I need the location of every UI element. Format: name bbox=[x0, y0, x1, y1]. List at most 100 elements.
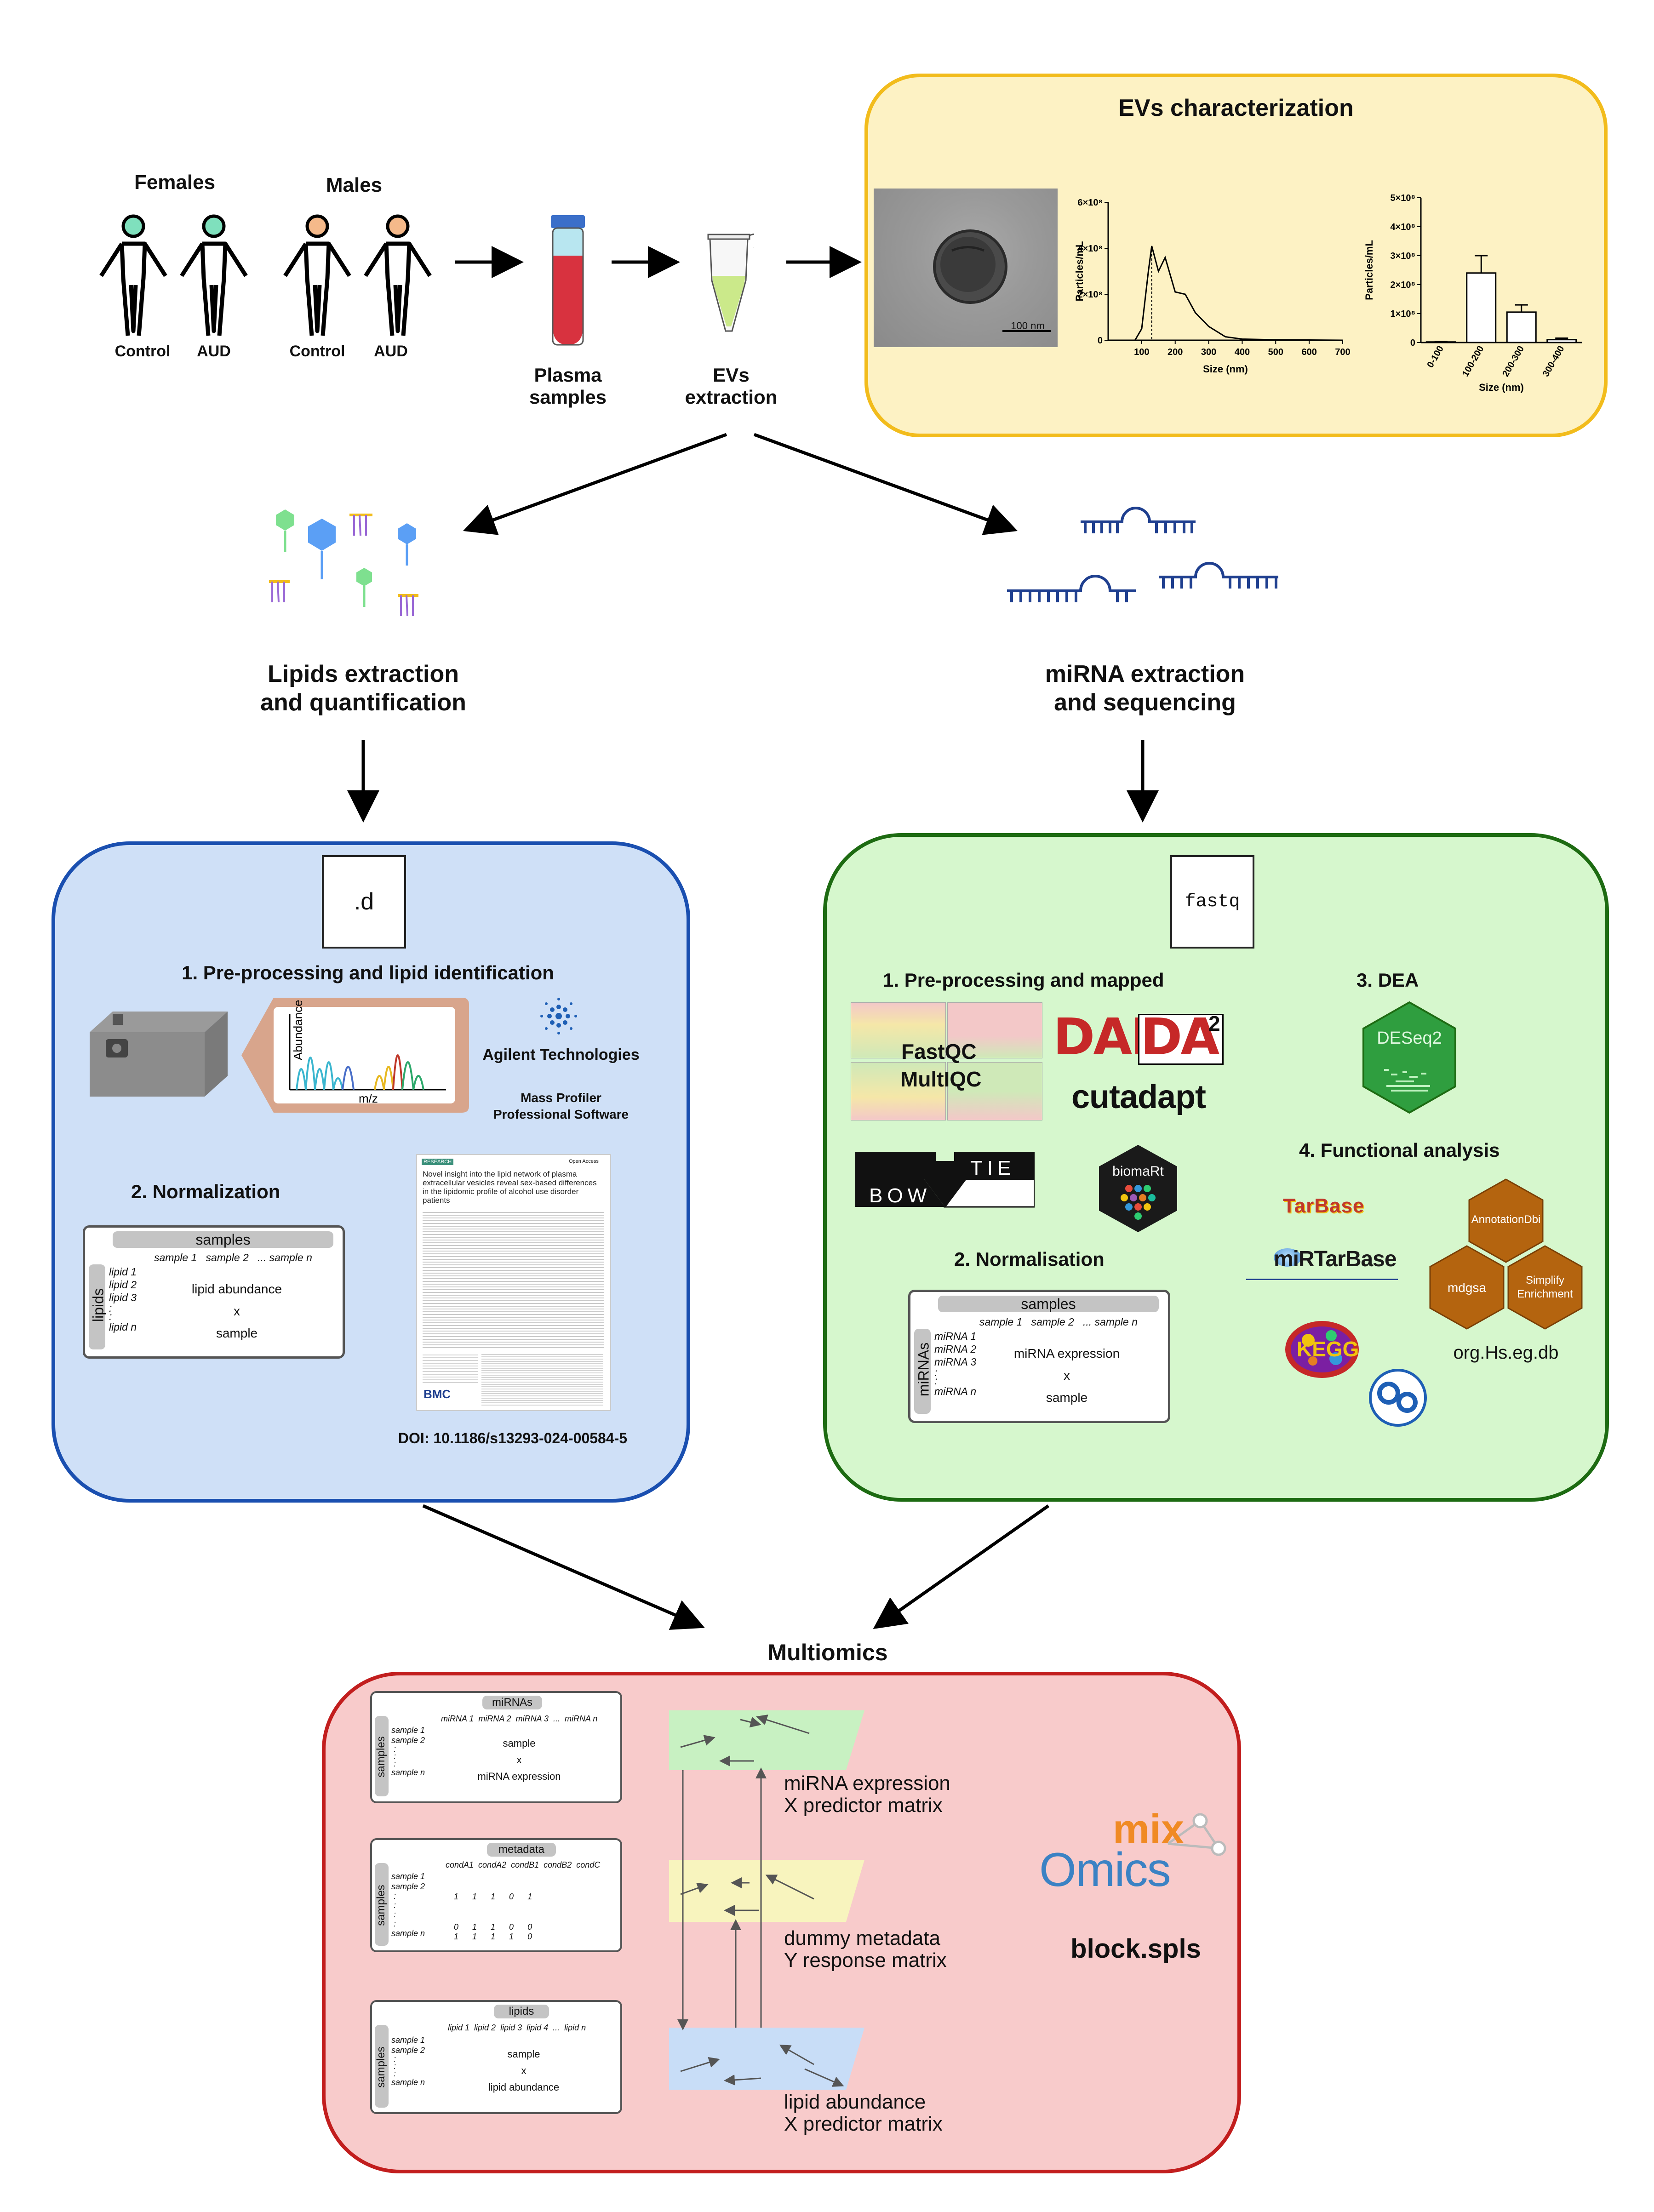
mm-lipid-row-2: sample 2 bbox=[391, 2046, 425, 2055]
biomart-hex-logo: biomaRt bbox=[1099, 1145, 1177, 1232]
evs-tube-icon bbox=[707, 233, 754, 332]
bar-y-tick-label: 3×10⁸ bbox=[1390, 251, 1415, 261]
mirna-hairpins-icon bbox=[1007, 507, 1278, 602]
lipid-molecule-icon bbox=[276, 509, 294, 552]
nta-y-axis-label: Particles/mL bbox=[1074, 241, 1085, 302]
tem-vesicle-icon bbox=[933, 229, 1051, 332]
lipids-branch-title: Lipids extraction and quantification bbox=[221, 660, 506, 717]
mirna-matrix-columns: sample 1 sample 2 ... sample n bbox=[979, 1316, 1138, 1328]
mm-meta-row-n: sample n bbox=[391, 1929, 425, 1938]
nta-y-tick-label: 6×10⁸ bbox=[1077, 198, 1103, 208]
mirtarbase-logo: miRTarBase bbox=[1246, 1244, 1402, 1285]
bar-300-400 bbox=[1546, 339, 1577, 343]
mz-axis-label: m/z bbox=[359, 1092, 378, 1105]
matrix-samples-header: samples bbox=[113, 1231, 333, 1248]
lipids-side-bar bbox=[89, 1264, 105, 1349]
mm-mirna-rows: sample 1 sample 2 : : : sample n bbox=[391, 1726, 425, 1777]
mirna-formula-line1: miRNA expression bbox=[1013, 1346, 1120, 1360]
mm-lipid-row-n: sample n bbox=[391, 2078, 425, 2087]
agilent-label: Agilent Technologies bbox=[482, 1046, 640, 1063]
bar-category-label: 0-100 bbox=[1425, 344, 1446, 370]
mirna-title-line2: and sequencing bbox=[1054, 689, 1236, 716]
bioconductor-hex-cluster: AnnotationDbi mdgsa Simplify Enrichment bbox=[1429, 1178, 1583, 1330]
mdgsa-label: mdgsa bbox=[1448, 1280, 1486, 1295]
mirna-step2-label: 2. Normalisation bbox=[954, 1248, 1105, 1270]
paper-background-text bbox=[481, 1353, 603, 1406]
dada2-label-right: DA bbox=[1140, 1007, 1219, 1066]
ms-spectrum-plot: Abundance m/z bbox=[241, 998, 469, 1113]
mm-lipid-columns: lipid 1 lipid 2 lipid 3 lipid 4 ... lipi… bbox=[448, 2023, 586, 2032]
mixomics-omics-text: Omics bbox=[1039, 1843, 1171, 1897]
annotationdbi-label: AnnotationDbi bbox=[1471, 1213, 1541, 1226]
biomart-label: biomaRt bbox=[1112, 1164, 1164, 1179]
mm-lipid-rows: sample 1 sample 2 : : : sample n bbox=[391, 2035, 425, 2087]
mm-mirna-side-bar bbox=[375, 1716, 389, 1796]
mm-lipid-row-1: sample 1 bbox=[391, 2035, 425, 2045]
plane-lipids-label: lipid abundance X predictor matrix bbox=[784, 2091, 943, 2135]
mm-meta-values-1: 1 1 1 0 1 bbox=[454, 1892, 532, 1901]
control-label-male: Control bbox=[289, 343, 345, 360]
mixomics-network-icon bbox=[1167, 1813, 1226, 1856]
row-mirna-2: miRNA 2 bbox=[934, 1343, 977, 1355]
block-spls-label: block.spls bbox=[1070, 1934, 1201, 1964]
mass-profiler-label: Mass Profiler Professional Software bbox=[474, 1090, 648, 1123]
plane-lipids bbox=[669, 2028, 864, 2090]
mm-mirna-line3: miRNA expression bbox=[477, 1771, 561, 1782]
bar-y-tick-label: 2×10⁸ bbox=[1390, 280, 1415, 290]
evs-label-line1: EVs bbox=[713, 364, 750, 386]
deseq2-label: DESeq2 bbox=[1377, 1029, 1442, 1048]
lipid-step2-label: 2. Normalization bbox=[131, 1181, 280, 1202]
nta-x-tick-label: 200 bbox=[1168, 347, 1183, 357]
mm-meta-row-1: sample 1 bbox=[391, 1872, 425, 1881]
paper-thumbnail[interactable]: RESEARCH Open Access Novel insight into … bbox=[416, 1154, 611, 1411]
mirna-title-line1: miRNA extraction bbox=[1045, 661, 1245, 687]
nta-x-tick-label: 100 bbox=[1134, 347, 1149, 357]
multiomics-metadata-matrix: metadata condA1 condA2 condB1 condB2 con… bbox=[370, 1838, 622, 1952]
bar-y-tick-label: 4×10⁸ bbox=[1390, 222, 1415, 232]
lipids-title-line1: Lipids extraction bbox=[267, 661, 459, 687]
paper-doi[interactable]: DOI: 10.1186/s13293-024-00584-5 bbox=[398, 1430, 628, 1446]
matrix-columns: sample 1 sample 2 ... sample n bbox=[154, 1252, 312, 1263]
fastqc-multiqc-logo: FastQC MultIQC bbox=[851, 1002, 1044, 1122]
agilent-spark-icon bbox=[540, 998, 577, 1035]
deseq2-hex-logo: DESeq2 bbox=[1362, 1001, 1456, 1114]
arrow-lipids-to-multiomics bbox=[422, 1504, 705, 1630]
mm-lipid-line1: sample bbox=[507, 2048, 540, 2060]
aud-label-female: AUD bbox=[197, 343, 231, 360]
mm-mirna-row-1: sample 1 bbox=[391, 1726, 425, 1735]
mirna-formula-line2: x bbox=[1064, 1368, 1070, 1383]
control-label-female: Control bbox=[114, 343, 171, 360]
mm-meta-columns: condA1 condA2 condB1 condB2 condC bbox=[446, 1860, 601, 1869]
arrow-evs-to-mirna bbox=[753, 433, 1018, 535]
dada2-superscript: 2 bbox=[1208, 1012, 1220, 1035]
mm-meta-row-2: sample 2 bbox=[391, 1882, 425, 1891]
nta-x-tick-label: 600 bbox=[1301, 347, 1316, 357]
female-control-figure bbox=[99, 214, 167, 336]
multiomics-title: Multiomics bbox=[767, 1640, 888, 1665]
formula-line3: sample bbox=[216, 1326, 258, 1340]
mm-mirna-row-n: sample n bbox=[391, 1768, 425, 1777]
lipid-matrix-formula: lipid abundance x sample bbox=[177, 1278, 297, 1344]
lipids-icon bbox=[269, 509, 418, 617]
bar-y-tick-label: 1×10⁸ bbox=[1390, 309, 1415, 319]
d-file-icon: .d bbox=[322, 855, 406, 949]
tem-micrograph: 100 nm bbox=[874, 189, 1058, 347]
aud-label-male: AUD bbox=[374, 343, 408, 360]
plasma-label: Plasma samples bbox=[510, 364, 625, 408]
evs-characterization-title: EVs characterization bbox=[1118, 95, 1354, 121]
mass-profiler-line1: Mass Profiler bbox=[521, 1091, 601, 1105]
multiomics-lipid-matrix: lipids lipid 1 lipid 2 lipid 3 lipid 4 .… bbox=[370, 2000, 622, 2114]
row-mirna-n: miRNA n bbox=[934, 1385, 977, 1397]
mirna-expression-matrix: samples sample 1 sample 2 ... sample n m… bbox=[908, 1290, 1170, 1423]
mm-lipid-formula: sample x lipid abundance bbox=[450, 2046, 597, 2096]
plane-mirna bbox=[669, 1710, 864, 1770]
mirna-step1-label: 1. Pre-processing and mapped bbox=[883, 969, 1164, 991]
mirtarbase-label: miRTarBase bbox=[1274, 1247, 1397, 1271]
tem-scalebar-label: 100 nm bbox=[1011, 320, 1045, 332]
bar-category-label: 200-300 bbox=[1500, 344, 1526, 379]
mirna-branch-title: miRNA extraction and sequencing bbox=[1002, 660, 1288, 717]
plasma-label-line1: Plasma bbox=[534, 364, 602, 386]
kegg-label: KEGG bbox=[1297, 1337, 1359, 1361]
lipid-row-labels: lipid 1 lipid 2 lipid 3 :: lipid n bbox=[109, 1266, 137, 1333]
mm-mirna-row-2: sample 2 bbox=[391, 1736, 425, 1745]
